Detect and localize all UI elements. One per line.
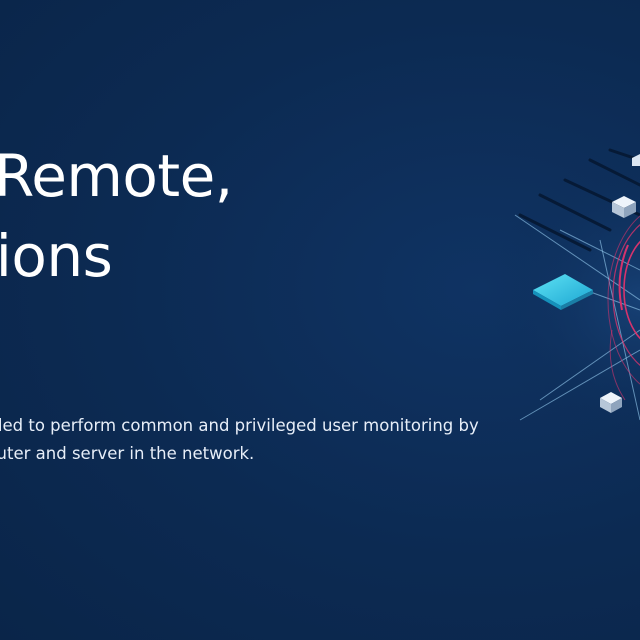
small-node-icon-right: [632, 154, 640, 166]
hero-description: ded to perform common and privileged use…: [0, 412, 592, 468]
description-line-1: ded to perform common and privileged use…: [0, 416, 479, 435]
description-line-2: mputer and server in the network.: [0, 444, 255, 463]
small-cube-icon-bottom: [600, 392, 622, 413]
magenta-rings: [607, 215, 640, 401]
hero-headline: Remote, sions g: [0, 136, 233, 376]
small-cube-icon-top: [612, 196, 636, 218]
cyan-tile-icon: [533, 274, 593, 310]
headline-line-2: sions: [0, 222, 113, 290]
headline-line-1: Remote,: [0, 142, 233, 210]
